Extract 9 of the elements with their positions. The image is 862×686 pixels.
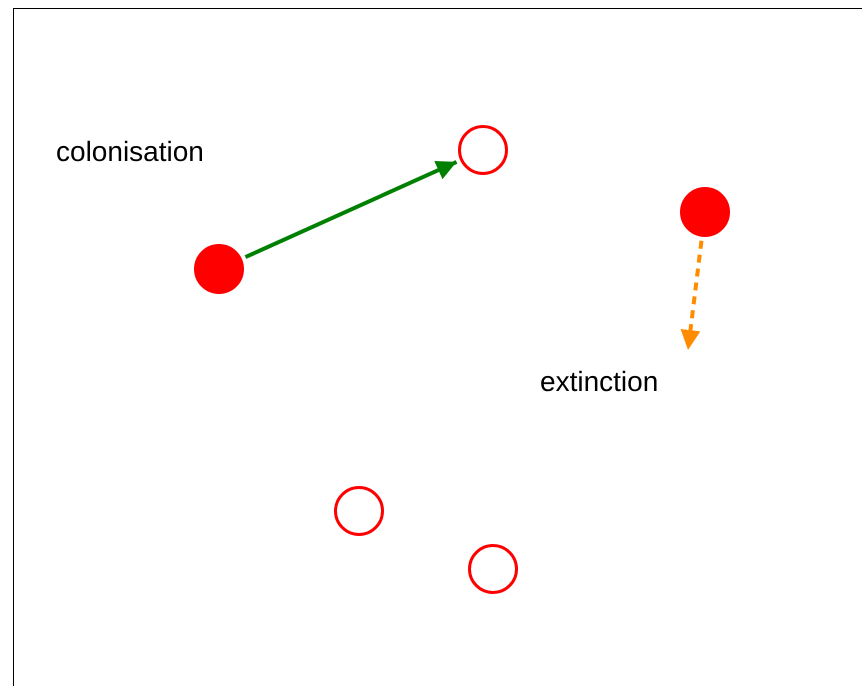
- process-label: extinction: [540, 366, 658, 398]
- occupied-patch-dot: [194, 244, 244, 294]
- empty-patch-circle: [334, 486, 384, 536]
- arrow: [680, 240, 704, 350]
- occupied-patch-dot: [680, 187, 730, 237]
- arrow: [244, 160, 458, 259]
- process-label: colonisation: [56, 136, 204, 168]
- empty-patch-circle: [458, 125, 508, 175]
- empty-patch-circle: [468, 544, 518, 594]
